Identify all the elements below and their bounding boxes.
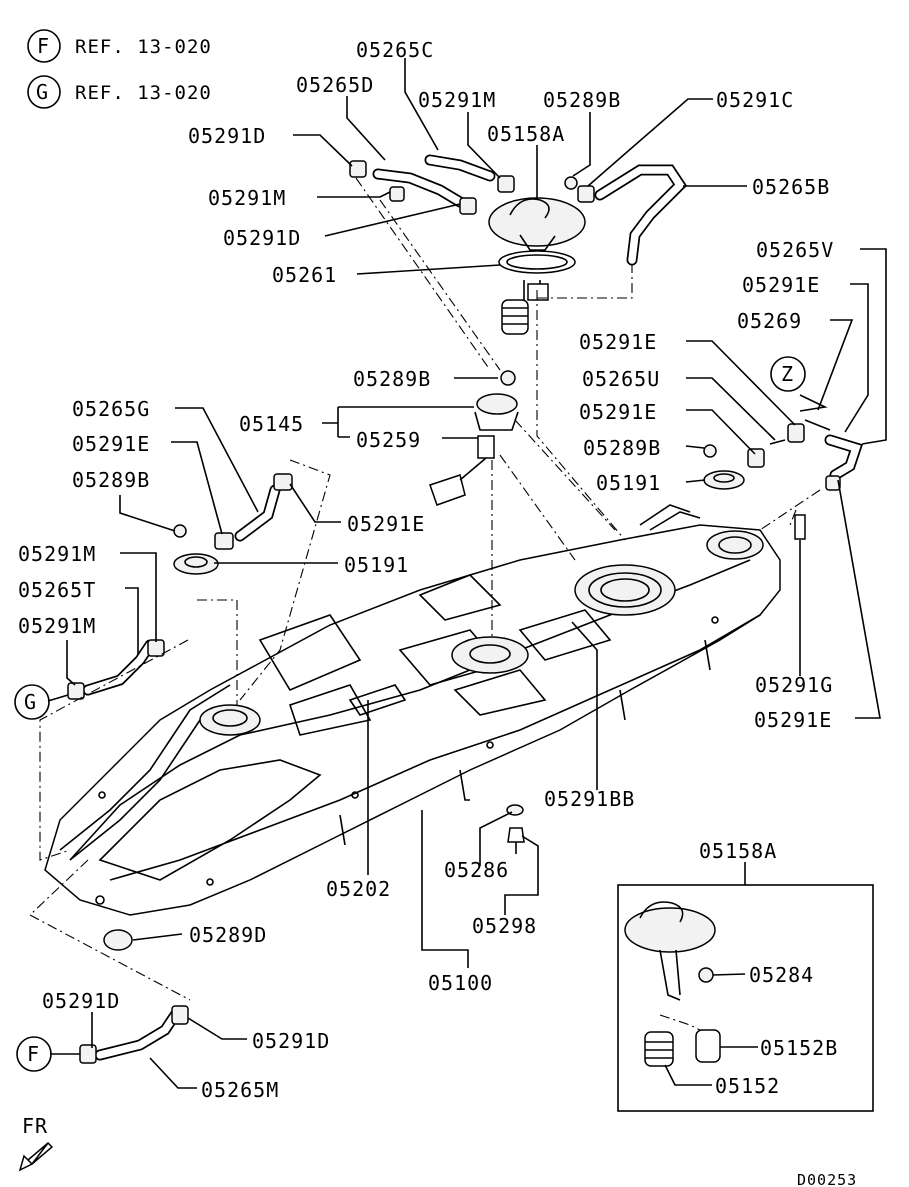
- ref-legend: F REF. 13-020 G REF. 13-020: [27, 29, 212, 109]
- part-labels: 05265C 05265D 05291M 05289B 05291C 05158…: [18, 38, 838, 1102]
- label-05289B-mid: 05289B: [353, 367, 431, 391]
- label-05291E-a: 05291E: [742, 273, 820, 297]
- label-05191-right: 05191: [596, 471, 661, 495]
- callout-z: Z: [781, 362, 794, 386]
- label-05265M: 05265M: [201, 1078, 279, 1102]
- label-05291M-top: 05291M: [418, 88, 496, 112]
- diagram-id: D00253: [797, 1171, 857, 1187]
- label-05284: 05284: [749, 963, 814, 987]
- label-05291E-e: 05291E: [347, 512, 425, 536]
- ref-f-letter: F: [37, 34, 50, 58]
- fr-arrow-icon: [18, 1141, 54, 1172]
- label-05291M-d: 05291M: [18, 614, 96, 638]
- fr-direction: FR: [18, 1114, 54, 1172]
- label-05291M-c: 05291M: [18, 542, 96, 566]
- pump-assembly-top: [488, 197, 586, 335]
- label-05291D-b: 05291D: [223, 226, 301, 250]
- label-05291D-a: 05291D: [188, 124, 266, 148]
- label-05291D-d: 05291D: [252, 1029, 330, 1053]
- assembly-lines: [29, 177, 821, 1001]
- label-05291E-c: 05291E: [72, 432, 150, 456]
- label-05291C: 05291C: [716, 88, 794, 112]
- label-05291BB: 05291BB: [544, 787, 635, 811]
- label-05152: 05152: [715, 1074, 780, 1098]
- label-05259: 05259: [356, 428, 421, 452]
- callout-f: F: [27, 1042, 40, 1066]
- fuel-tank: [44, 504, 781, 916]
- label-05291D-c: 05291D: [42, 989, 120, 1013]
- label-05261: 05261: [272, 263, 337, 287]
- label-05265C: 05265C: [356, 38, 434, 62]
- leader-lines: [47, 58, 887, 1089]
- label-05291E-d: 05291E: [579, 400, 657, 424]
- label-05298: 05298: [472, 914, 537, 938]
- tank-port-center: [451, 636, 529, 674]
- left-fittings: [67, 473, 525, 1064]
- label-05145: 05145: [239, 412, 304, 436]
- label-05265V: 05265V: [756, 238, 834, 262]
- label-05289B-right: 05289B: [583, 436, 661, 460]
- label-05202: 05202: [326, 877, 391, 901]
- label-05289B-top: 05289B: [543, 88, 621, 112]
- label-05269: 05269: [737, 309, 802, 333]
- callout-markers: G F Z: [14, 356, 806, 1072]
- pump-filter: [501, 299, 529, 335]
- inset-box-05158A: [617, 884, 874, 1112]
- ref-g-letter: G: [36, 80, 49, 104]
- ref-g-text: REF. 13-020: [75, 82, 212, 104]
- label-05291G: 05291G: [755, 673, 833, 697]
- label-05265D: 05265D: [296, 73, 374, 97]
- label-05191-left: 05191: [344, 553, 409, 577]
- label-05152B: 05152B: [760, 1036, 838, 1060]
- label-05286: 05286: [444, 858, 509, 882]
- fr-label: FR: [22, 1114, 48, 1138]
- label-05265U: 05265U: [582, 367, 660, 391]
- pump-cap: [488, 197, 586, 247]
- label-05265G: 05265G: [72, 397, 150, 421]
- label-05291E-f: 05291E: [754, 708, 832, 732]
- callout-g: G: [24, 690, 37, 714]
- tank-fuel-line: [59, 684, 231, 851]
- label-05158A-box: 05158A: [699, 839, 777, 863]
- level-sender-05145: [429, 370, 519, 506]
- tank-port-right: [706, 530, 764, 560]
- label-05289D: 05289D: [189, 923, 267, 947]
- label-05289B-c: 05289B: [72, 468, 150, 492]
- label-05265B: 05265B: [752, 175, 830, 199]
- ref-f-text: REF. 13-020: [75, 36, 212, 58]
- tank-side-edge: [109, 614, 761, 881]
- label-05158A-top: 05158A: [487, 122, 565, 146]
- right-fittings: [703, 419, 863, 540]
- label-05291E-b: 05291E: [579, 330, 657, 354]
- label-05291M-b: 05291M: [208, 186, 286, 210]
- label-05265T: 05265T: [18, 578, 96, 602]
- label-05100: 05100: [428, 971, 493, 995]
- hoses-top: [349, 154, 688, 266]
